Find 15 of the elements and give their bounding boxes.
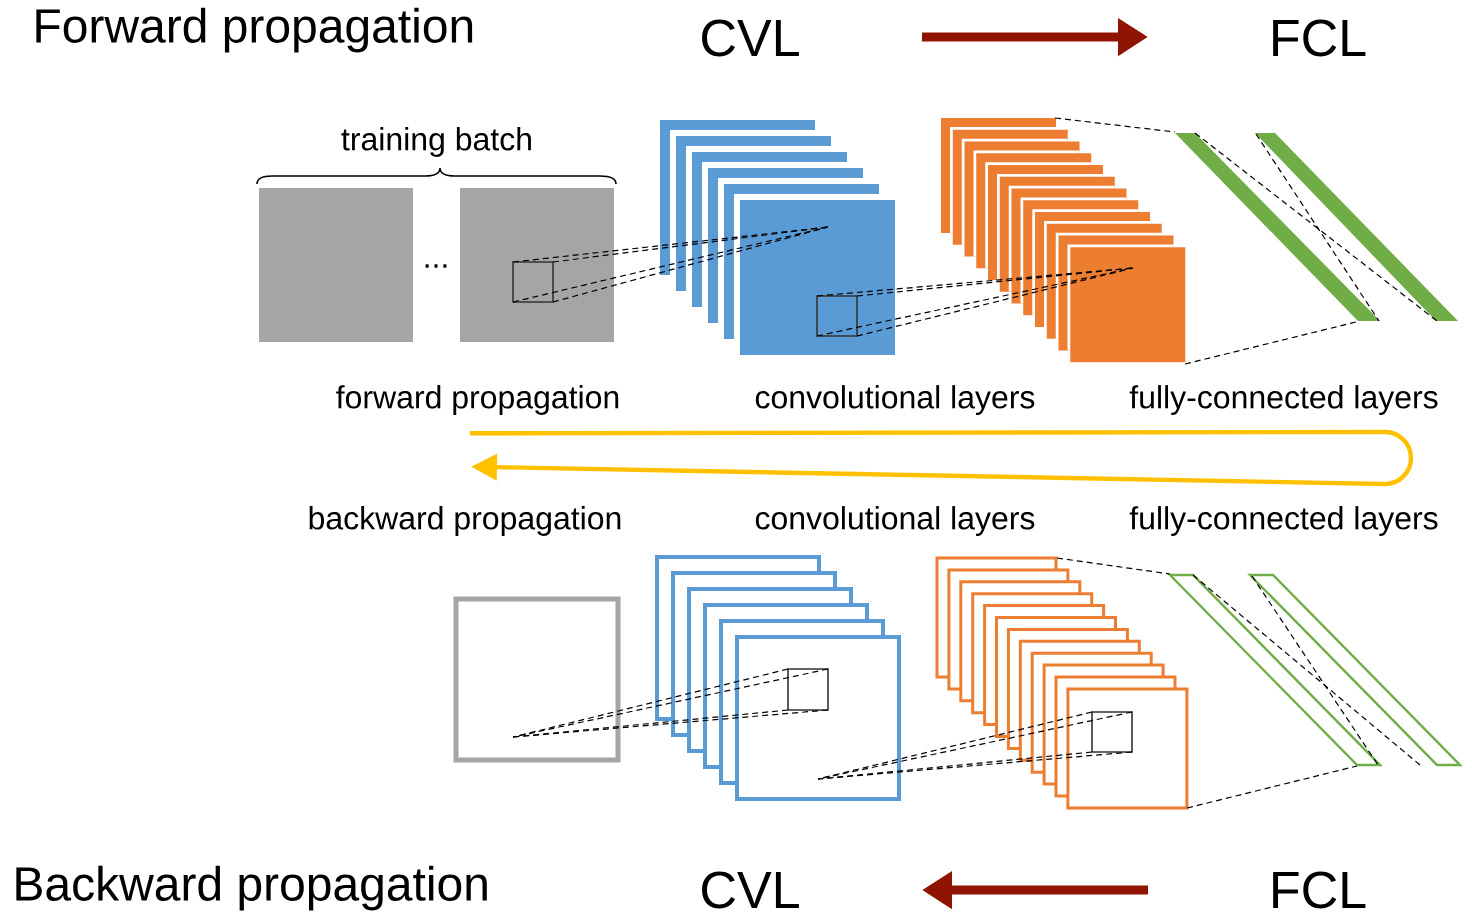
phase-label: backward propagation [309, 506, 621, 536]
group-label: training batch [341, 127, 531, 157]
layer-label: FCL [1273, 19, 1366, 57]
heading: Backward propagation [16, 865, 487, 911]
layer-caption: convolutional layers [755, 385, 1035, 415]
layer-label: CVL [702, 19, 799, 57]
heading: Forward propagation [36, 7, 473, 53]
layer-caption: convolutional layers [755, 506, 1035, 536]
layer-caption: fully-connected layers [1129, 506, 1438, 536]
layer-caption: fully-connected layers [1129, 385, 1438, 415]
phase-label: forward propagation [336, 385, 619, 415]
ellipsis: ... [425, 264, 447, 268]
layer-label: FCL [1273, 871, 1366, 909]
u-turn-arrow [470, 429, 1414, 487]
layer-label: CVL [702, 871, 799, 909]
